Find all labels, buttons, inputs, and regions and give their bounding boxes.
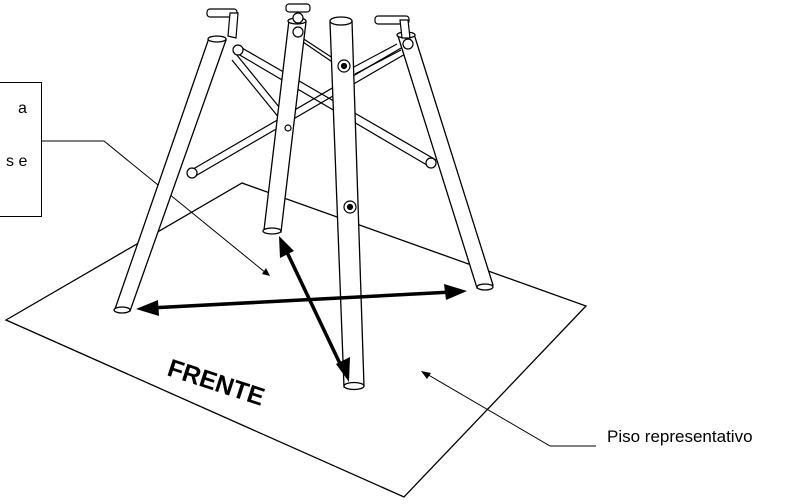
bolts [186, 26, 437, 214]
callout-text-line-1: a [18, 100, 27, 117]
floor-label: Piso representativo [607, 427, 753, 446]
measurement-arrow-horizontal [136, 284, 467, 316]
callout-leader-arrowhead [262, 268, 270, 276]
floor-plane [4, 182, 588, 498]
chair-leg-left [113, 35, 227, 314]
callout-leader-line [42, 140, 267, 274]
mounting-brackets [206, 3, 411, 39]
floor-leader-line [424, 372, 596, 447]
chair-leg-back [262, 17, 307, 235]
callout-text-line-2: s e [6, 153, 28, 170]
measurement-arrow-diagonal [279, 236, 350, 382]
floor-leader-arrowhead [421, 371, 431, 379]
cross-braces [187, 33, 437, 179]
callout-box: a s e [0, 82, 42, 217]
